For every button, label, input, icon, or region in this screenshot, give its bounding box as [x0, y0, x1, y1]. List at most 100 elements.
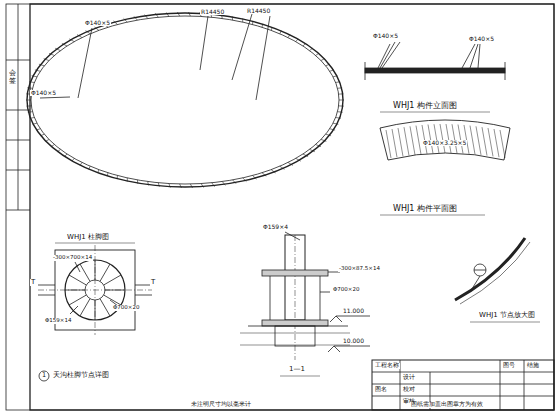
- hatch-stroke: [49, 53, 54, 55]
- hatch-stroke: [100, 299, 110, 316]
- hatch-stroke: [336, 81, 340, 83]
- hatch-stroke: [124, 18, 128, 22]
- hatch-stroke: [330, 70, 334, 71]
- dimension-label: 结施: [526, 363, 540, 369]
- dimension-label: 校对: [402, 387, 416, 393]
- dimension-label: 图名: [374, 387, 388, 393]
- hatch-stroke: [458, 125, 463, 154]
- hatch-stroke: [303, 43, 306, 46]
- dimension-label: WHJ1 构件平面图: [392, 205, 458, 213]
- dimension-label: 未注明尺寸均以毫米计: [190, 402, 252, 408]
- hatch-stroke: [310, 149, 315, 151]
- hatch-stroke: [232, 16, 233, 20]
- hatch-stroke: [62, 43, 67, 46]
- dimension-label: 设计: [402, 375, 416, 381]
- hatch-stroke: [500, 130, 505, 158]
- hatch-stroke: [212, 183, 215, 187]
- hatch-stroke: [26, 100, 31, 101]
- hatch-stroke: [428, 125, 433, 154]
- hatch-stroke: [29, 81, 34, 83]
- hatch-stroke: [51, 145, 54, 147]
- hatch-stroke: [201, 184, 204, 188]
- hatch-stroke: [321, 139, 326, 141]
- hatch-stroke: [262, 24, 264, 27]
- hatch-stroke: [189, 12, 191, 16]
- hatch-stroke: [333, 76, 337, 77]
- dimension-label: Φ140×5: [84, 20, 111, 26]
- hatch-stroke: [145, 15, 148, 19]
- hatch-stroke: [488, 128, 493, 156]
- hatch-stroke: [339, 105, 344, 106]
- hatch-stroke: [280, 166, 285, 169]
- dimension-label: R14450: [200, 9, 225, 15]
- dimension-label: -300×87.5×14: [338, 266, 381, 272]
- hatch-stroke: [336, 117, 341, 119]
- hatch-stroke: [452, 124, 457, 153]
- dimension-label: R14450: [246, 8, 271, 14]
- hatch-stroke: [242, 18, 243, 22]
- hatch-stroke: [416, 126, 421, 155]
- dimension-label: Φ159×4: [262, 224, 289, 230]
- hatch-stroke: [27, 105, 32, 106]
- hatch-stroke: [330, 129, 335, 130]
- hatch-stroke: [262, 173, 266, 176]
- dimension-label: 1: [41, 372, 47, 379]
- hatch-stroke: [333, 123, 338, 124]
- hatch-stroke: [104, 275, 121, 285]
- hatch-stroke: [338, 87, 343, 89]
- hatch-stroke: [147, 182, 149, 186]
- hatch-stroke: [127, 178, 128, 182]
- hatch-stroke: [296, 158, 301, 161]
- hatch-stroke: [86, 31, 91, 34]
- hatch-stroke: [177, 12, 179, 16]
- hatch-stroke: [27, 87, 32, 89]
- dimension-label: T: [150, 279, 156, 286]
- dimension-label: 1—1: [288, 366, 306, 373]
- hatch-stroke: [316, 145, 321, 147]
- hatch-stroke: [280, 31, 282, 34]
- hatch-stroke: [470, 126, 475, 155]
- hatch-stroke: [55, 48, 60, 50]
- hatch-stroke: [134, 16, 137, 20]
- hatch-stroke: [440, 124, 445, 153]
- hatch-stroke: [69, 275, 86, 285]
- hatch-stroke: [166, 12, 169, 16]
- hatch-stroke: [114, 21, 118, 25]
- hatch-stroke: [180, 184, 182, 188]
- dimension-label: WHJ1 柱脚图: [66, 234, 110, 241]
- hatch-stroke: [310, 48, 313, 50]
- dimension-label: -300×700×14: [52, 255, 93, 261]
- hatch-stroke: [326, 64, 330, 66]
- hatch-stroke: [253, 175, 257, 179]
- dimension-label: Φ700×20: [332, 287, 360, 293]
- hatch-stroke: [89, 166, 91, 169]
- hatch-stroke: [434, 124, 439, 153]
- hatch-stroke: [33, 123, 37, 124]
- hatch-stroke: [117, 175, 118, 179]
- hatch-stroke: [392, 129, 397, 157]
- hatch-stroke: [80, 299, 90, 316]
- hatch-stroke: [316, 53, 319, 55]
- hatch-stroke: [32, 76, 37, 77]
- dimension-label: 图号: [502, 363, 516, 369]
- hatch-stroke: [107, 173, 109, 176]
- hatch-stroke: [296, 39, 298, 42]
- hatch-stroke: [69, 295, 86, 305]
- hatch-stroke: [104, 295, 121, 305]
- hatch-stroke: [326, 134, 331, 136]
- dimension-label: 工程名称: [374, 363, 400, 369]
- hatch-stroke: [44, 59, 49, 61]
- hatch-stroke: [233, 180, 236, 184]
- hatch-stroke: [72, 158, 74, 161]
- hatch-stroke: [94, 27, 98, 30]
- hatch-stroke: [321, 59, 324, 61]
- hatch-stroke: [35, 70, 40, 71]
- hatch-stroke: [155, 13, 158, 17]
- hatch-stroke: [482, 127, 487, 155]
- hatch-stroke: [338, 111, 343, 113]
- hatch-stroke: [222, 182, 225, 186]
- dimension-label: T: [30, 279, 36, 286]
- dimension-label: WHJ1 节点放大图: [478, 312, 536, 319]
- hatch-stroke: [69, 39, 74, 42]
